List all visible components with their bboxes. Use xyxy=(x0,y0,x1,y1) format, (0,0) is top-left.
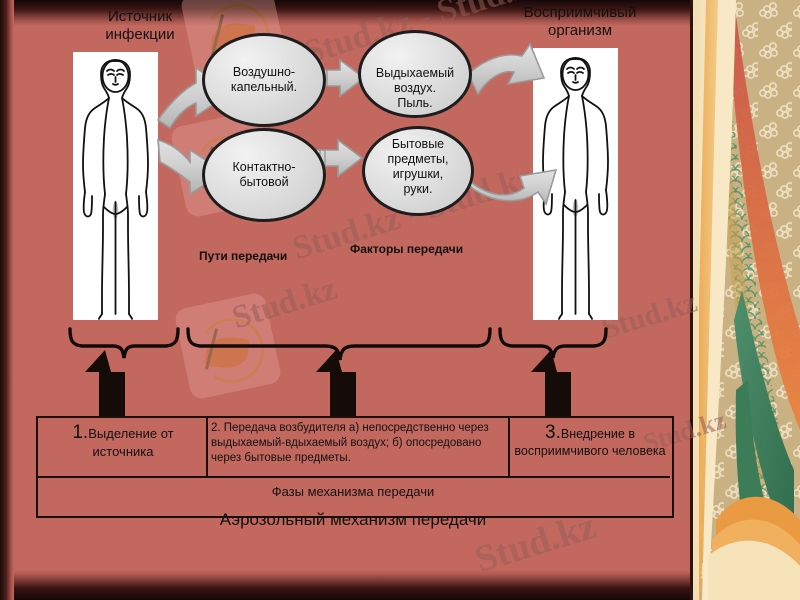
ellipse-airborne-line-2: капельный. xyxy=(230,80,298,94)
table-divider-1 xyxy=(206,416,208,476)
heading-host-line-1: Восприимчивый xyxy=(523,4,637,21)
slide-left-edge xyxy=(0,0,14,600)
label-transmission-routes: Пути передачи xyxy=(199,249,288,263)
label-transmission-factors: Факторы передачи xyxy=(350,242,464,256)
decorative-border-panel xyxy=(690,0,800,600)
heading-source-line-2: инфекции xyxy=(105,26,175,43)
ellipse-contact-line-1: Контактно- xyxy=(232,160,296,174)
ellipse-exhaled-line-2: воздух. xyxy=(393,81,437,95)
ellipse-objects-line-3: игрушки, xyxy=(392,167,444,181)
decorative-pattern-svg xyxy=(690,0,800,600)
phase-1-text: Выделение от источника xyxy=(88,426,174,459)
table-cell-phase-1: 1.Выделение от источника xyxy=(42,422,204,461)
phase-2-text: 2. Передача возбудителя а) непосредствен… xyxy=(211,422,489,464)
ellipse-exhaled-air: Выдыхаемый воздух. Пыль. xyxy=(358,30,472,118)
heading-susceptible-organism: Восприимчивый организм xyxy=(490,4,670,40)
human-figure-host xyxy=(542,57,609,320)
phase-3-number: 3. xyxy=(545,422,561,443)
phase-1-number: 1. xyxy=(72,422,89,443)
table-divider-2 xyxy=(508,416,510,476)
ellipse-exhaled-line-1: Выдыхаемый xyxy=(375,66,455,80)
slide-main-title: Аэрозольный механизм передачи xyxy=(36,510,670,530)
figure-box-host xyxy=(533,48,618,320)
phases-label-text: Фазы механизма передачи xyxy=(271,484,435,499)
heading-source-line-1: Источник xyxy=(107,8,173,25)
ellipse-household-objects: Бытовые предметы, игрушки, руки. xyxy=(362,126,474,216)
slide-main-title-text: Аэрозольный механизм передачи xyxy=(219,510,487,529)
ellipse-objects-line-4: руки. xyxy=(403,182,433,196)
heading-source-of-infection: Источник инфекции xyxy=(62,8,218,44)
table-divider-row xyxy=(36,476,670,478)
ellipse-objects-line-2: предметы, xyxy=(387,152,449,166)
phases-row-label: Фазы механизма передачи xyxy=(36,484,670,499)
human-figure-source xyxy=(82,59,149,320)
ellipse-contact-route: Контактно- бытовой xyxy=(202,128,326,222)
table-cell-phase-2: 2. Передача возбудителя а) непосредствен… xyxy=(211,421,505,466)
figure-box-source xyxy=(73,52,158,320)
ellipse-exhaled-line-3: Пыль. xyxy=(397,96,433,110)
heading-host-line-2: организм xyxy=(547,22,613,39)
table-cell-phase-3: 3.Внедрение в восприимчивого человека xyxy=(512,422,668,460)
phase-3-text: Внедрение в восприимчивого человека xyxy=(514,427,666,458)
ellipse-contact-line-2: бытовой xyxy=(239,175,289,189)
ellipse-objects-line-1: Бытовые xyxy=(391,137,445,151)
ellipse-airborne-line-1: Воздушно- xyxy=(232,65,296,79)
ellipse-airborne-route: Воздушно- капельный. xyxy=(202,33,326,127)
